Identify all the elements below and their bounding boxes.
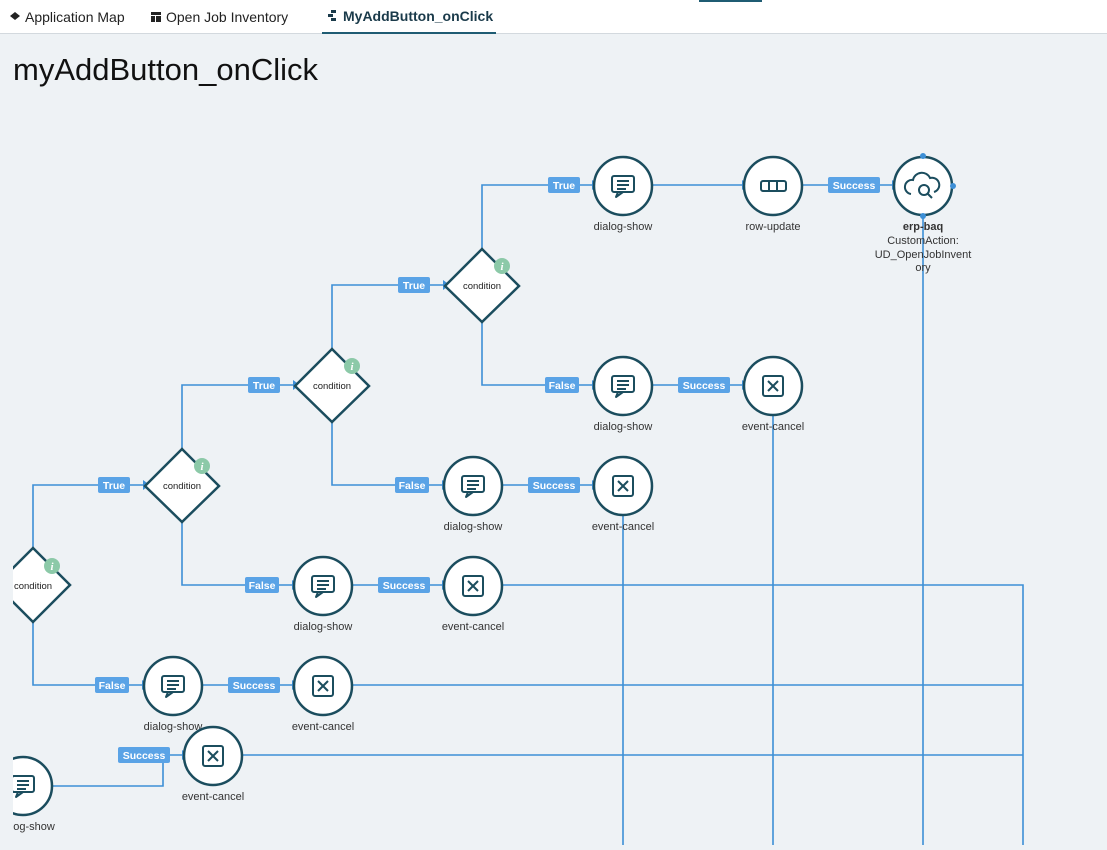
tab-application-map[interactable]: Application Map [10, 0, 125, 34]
event-cancel-node[interactable]: event-cancel [442, 555, 504, 633]
svg-text:Success: Success [233, 680, 276, 692]
svg-text:event-cancel: event-cancel [592, 521, 654, 533]
svg-text:erp-baq: erp-baq [903, 221, 943, 233]
svg-text:condition: condition [313, 381, 351, 392]
svg-text:row-update: row-update [745, 221, 800, 233]
edge-badge-true: True [398, 277, 430, 293]
condition-node-1[interactable]: condition i [13, 546, 72, 624]
flow-canvas[interactable]: True False True False True False True Fa… [13, 100, 1107, 850]
info-icon[interactable]: i [44, 558, 60, 574]
svg-text:condition: condition [14, 581, 52, 592]
tab-label: MyAddButton_onClick [343, 8, 494, 24]
svg-text:False: False [249, 580, 276, 592]
edge-badge-success: Success [678, 377, 730, 393]
svg-text:i: i [200, 461, 204, 473]
svg-text:True: True [553, 180, 575, 192]
event-cancel-node[interactable]: event-cancel [292, 655, 354, 733]
svg-text:UD_OpenJobInvent: UD_OpenJobInvent [875, 249, 972, 261]
dialog-show-node[interactable]: dialog-show [592, 355, 654, 433]
tab-label: Application Map [25, 9, 125, 25]
svg-text:event-cancel: event-cancel [182, 791, 244, 803]
svg-text:og-show: og-show [13, 821, 55, 833]
dialog-show-node[interactable]: dialog-show [592, 155, 654, 233]
condition-node-3[interactable]: condition i [293, 347, 371, 424]
svg-text:i: i [500, 261, 504, 273]
dialog-show-node[interactable]: dialog-show [442, 455, 504, 533]
event-cancel-node[interactable]: event-cancel [592, 455, 654, 533]
svg-text:dialog-show: dialog-show [294, 621, 353, 633]
svg-text:dialog-show: dialog-show [594, 221, 653, 233]
layout-icon [151, 9, 161, 25]
svg-text:event-cancel: event-cancel [292, 721, 354, 733]
svg-text:True: True [103, 480, 125, 492]
edge-badge-success: Success [118, 747, 170, 763]
svg-text:event-cancel: event-cancel [742, 421, 804, 433]
edge-badge-false: False [95, 677, 129, 693]
condition-node-2[interactable]: condition i [143, 447, 221, 524]
edge-badge-success: Success [828, 177, 880, 193]
dialog-show-node[interactable]: og-show [13, 755, 55, 833]
row-update-icon [760, 180, 787, 192]
svg-text:condition: condition [163, 481, 201, 492]
svg-text:False: False [549, 380, 576, 392]
edge-badge-success: Success [378, 577, 430, 593]
svg-text:ory: ory [915, 262, 931, 274]
edge-arrows [142, 180, 899, 760]
svg-text:condition: condition [463, 281, 501, 292]
edge-badge-success: Success [228, 677, 280, 693]
dialog-show-node[interactable]: dialog-show [292, 555, 354, 633]
event-flow-icon [328, 8, 338, 24]
svg-text:event-cancel: event-cancel [442, 621, 504, 633]
event-cancel-node[interactable]: event-cancel [742, 355, 804, 433]
svg-text:False: False [99, 680, 126, 692]
edge-badge-true: True [248, 377, 280, 393]
event-cancel-node[interactable]: event-cancel [182, 725, 244, 803]
page-title: myAddButton_onClick [13, 52, 318, 87]
svg-text:i: i [350, 361, 354, 373]
top-indicator [699, 0, 762, 2]
svg-text:Success: Success [533, 480, 576, 492]
edge-badge-true: True [98, 477, 130, 493]
svg-text:i: i [50, 561, 54, 573]
edge-badge-success: Success [528, 477, 580, 493]
edge-badge-false: False [245, 577, 279, 593]
info-icon[interactable]: i [344, 358, 360, 374]
info-icon[interactable]: i [494, 258, 510, 274]
edge-badge-false: False [545, 377, 579, 393]
layers-icon [10, 9, 20, 25]
svg-text:Success: Success [123, 750, 166, 762]
tab-label: Open Job Inventory [166, 9, 289, 25]
svg-text:Success: Success [833, 180, 876, 192]
svg-text:False: False [399, 480, 426, 492]
tab-bar: Application Map Open Job Inventory MyAdd… [0, 0, 1107, 34]
edge-badge-true: True [548, 177, 580, 193]
tab-open-job-inventory[interactable]: Open Job Inventory [151, 0, 288, 34]
svg-text:True: True [253, 380, 275, 392]
dialog-show-node[interactable]: dialog-show [142, 655, 204, 733]
edge-badge-false: False [395, 477, 429, 493]
cloud-search-icon [903, 171, 941, 199]
svg-text:CustomAction:: CustomAction: [887, 235, 959, 247]
row-update-node[interactable]: row-update [742, 155, 804, 233]
svg-text:dialog-show: dialog-show [144, 721, 203, 733]
svg-text:Success: Success [683, 380, 726, 392]
svg-text:dialog-show: dialog-show [444, 521, 503, 533]
condition-node-4[interactable]: condition i [443, 247, 521, 324]
info-icon[interactable]: i [194, 458, 210, 474]
svg-text:True: True [403, 280, 425, 292]
tab-myaddbutton-onclick[interactable]: MyAddButton_onClick [322, 0, 496, 34]
svg-text:Success: Success [383, 580, 426, 592]
svg-text:dialog-show: dialog-show [594, 421, 653, 433]
erp-baq-node[interactable]: erp-baq CustomAction: UD_OpenJobInvent o… [875, 153, 972, 274]
